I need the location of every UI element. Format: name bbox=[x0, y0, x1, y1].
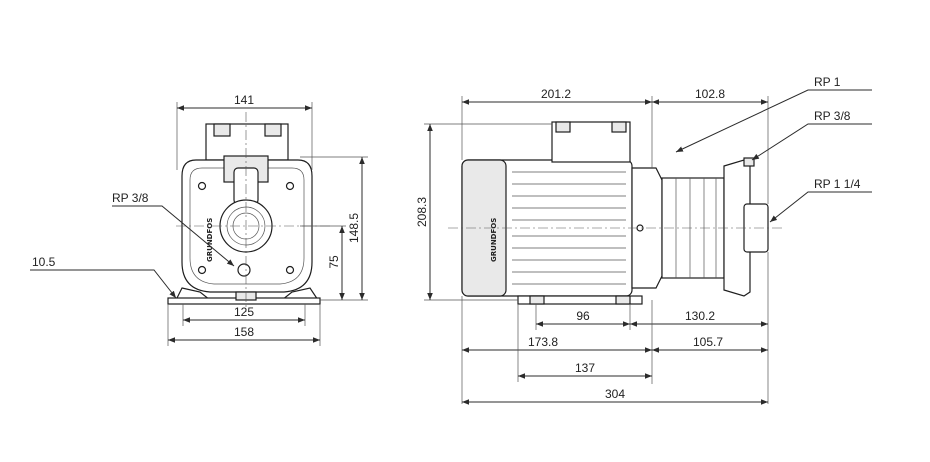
dim-width-top: 141 bbox=[234, 93, 254, 107]
dim-base-inner: 125 bbox=[234, 305, 254, 319]
label-inlet: RP 1 1/4 bbox=[814, 177, 861, 191]
leader-vent bbox=[751, 123, 872, 161]
front-bolt-tl bbox=[197, 181, 207, 191]
dim-shaft-height: 75 bbox=[327, 255, 341, 269]
dim-pump-length: 102.8 bbox=[695, 87, 725, 101]
dim-to-outlet: 130.2 bbox=[685, 309, 715, 323]
leader-drain-port bbox=[112, 205, 235, 267]
label-vent: RP 3/8 bbox=[814, 109, 851, 123]
side-brand-text: GRUNDFOS bbox=[490, 218, 498, 262]
front-bolt-tr bbox=[285, 181, 295, 191]
side-terminal-lug-left bbox=[555, 121, 571, 133]
front-bolt-bl bbox=[197, 265, 207, 275]
front-bolt-br bbox=[285, 265, 295, 275]
dim-total-length: 304 bbox=[605, 387, 625, 401]
side-terminal-lug-right bbox=[611, 121, 627, 133]
side-foot-right bbox=[615, 295, 631, 305]
front-terminal-lug-left bbox=[213, 123, 231, 137]
side-view: GRUNDFOS 201.2 102.8 bbox=[415, 75, 872, 405]
side-foot-left bbox=[529, 295, 545, 305]
label-outlet: RP 1 bbox=[814, 75, 841, 89]
leader-outlet bbox=[675, 89, 872, 153]
side-vent-plug bbox=[743, 157, 755, 167]
front-body-inner-outline bbox=[189, 167, 305, 285]
leader-inlet bbox=[769, 191, 872, 223]
front-drain-plug bbox=[237, 263, 251, 277]
dim-foot-offset: 105.7 bbox=[693, 335, 723, 349]
dim-to-foot-end: 173.8 bbox=[528, 335, 558, 349]
front-view: GRUNDFOS 141 148.5 75 125 158 bbox=[30, 93, 368, 346]
front-terminal-lug-right bbox=[264, 123, 282, 137]
label-drain-port: RP 3/8 bbox=[112, 191, 149, 205]
dim-foot-span: 96 bbox=[576, 309, 590, 323]
dim-base-outer: 158 bbox=[234, 325, 254, 339]
dim-side-height: 208.3 bbox=[415, 197, 429, 227]
dim-motor-length: 201.2 bbox=[541, 87, 571, 101]
dim-height-total: 148.5 bbox=[347, 213, 361, 243]
side-motor-fins bbox=[512, 171, 626, 285]
leader-foot bbox=[30, 269, 177, 299]
dim-foot: 10.5 bbox=[32, 255, 56, 269]
dim-base-length: 137 bbox=[575, 361, 595, 375]
front-brand-text: GRUNDFOS bbox=[206, 218, 214, 262]
